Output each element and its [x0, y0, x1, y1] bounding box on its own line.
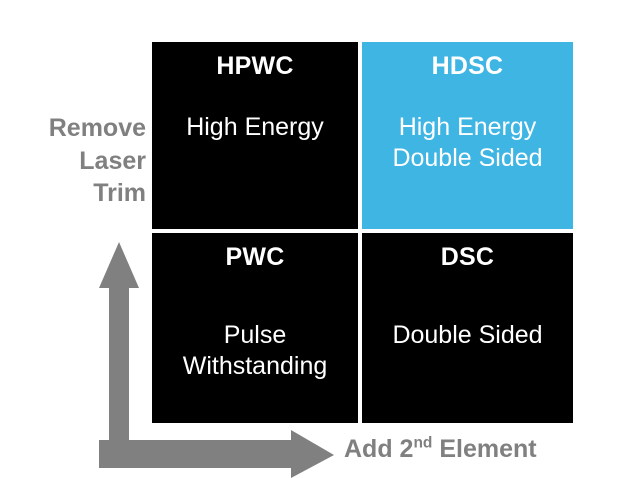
- quadrant-hdsc-description-line-2: Double Sided: [392, 143, 543, 172]
- y-axis-label-line-2: Laser: [79, 146, 146, 175]
- quadrant-hdsc-code: HDSC: [431, 52, 504, 80]
- quadrant-hdsc-description: High Energy Double Sided: [362, 112, 573, 173]
- arrow-up-icon: [99, 242, 139, 440]
- quadrant-dsc-description-line-1: Double Sided: [392, 321, 543, 350]
- quadrant-hpwc-description-line-1: High Energy: [186, 113, 324, 142]
- arrow-right-icon: [99, 430, 334, 478]
- x-axis-label-prefix: Add 2: [344, 435, 414, 463]
- y-axis-label-line-3: Trim: [93, 179, 146, 207]
- quadrant-dsc-description: Double Sided: [362, 320, 573, 351]
- quadrant-hdsc-description-line-1: High Energy: [398, 113, 537, 142]
- quadrant-hpwc-description: High Energy: [152, 112, 358, 143]
- quadrant-dsc[interactable]: DSC Double Sided: [362, 233, 573, 423]
- quadrant-pwc-description-line-1: Pulse: [223, 321, 287, 350]
- quadrant-pwc-description: Pulse Withstanding: [152, 320, 358, 381]
- x-axis-label-superscript: nd: [413, 434, 433, 452]
- quadrant-hpwc[interactable]: HPWC High Energy: [152, 42, 358, 229]
- quadrant-hpwc-code: HPWC: [216, 52, 294, 80]
- quadrant-pwc[interactable]: PWC Pulse Withstanding: [152, 233, 358, 423]
- x-axis-label: Add 2nd Element: [344, 434, 537, 463]
- quadrant-pwc-code: PWC: [225, 243, 285, 271]
- quadrant-pwc-description-line-2: Withstanding: [182, 351, 328, 380]
- y-axis-label: Remove Laser Trim: [0, 112, 146, 210]
- y-axis-label-line-1: Remove: [48, 114, 146, 142]
- quadrant-hdsc[interactable]: HDSC High Energy Double Sided: [362, 42, 573, 229]
- quadrant-matrix: HPWC High Energy HDSC High Energy Double…: [152, 42, 573, 423]
- x-axis-label-suffix: Element: [432, 435, 537, 463]
- quadrant-dsc-code: DSC: [440, 243, 495, 271]
